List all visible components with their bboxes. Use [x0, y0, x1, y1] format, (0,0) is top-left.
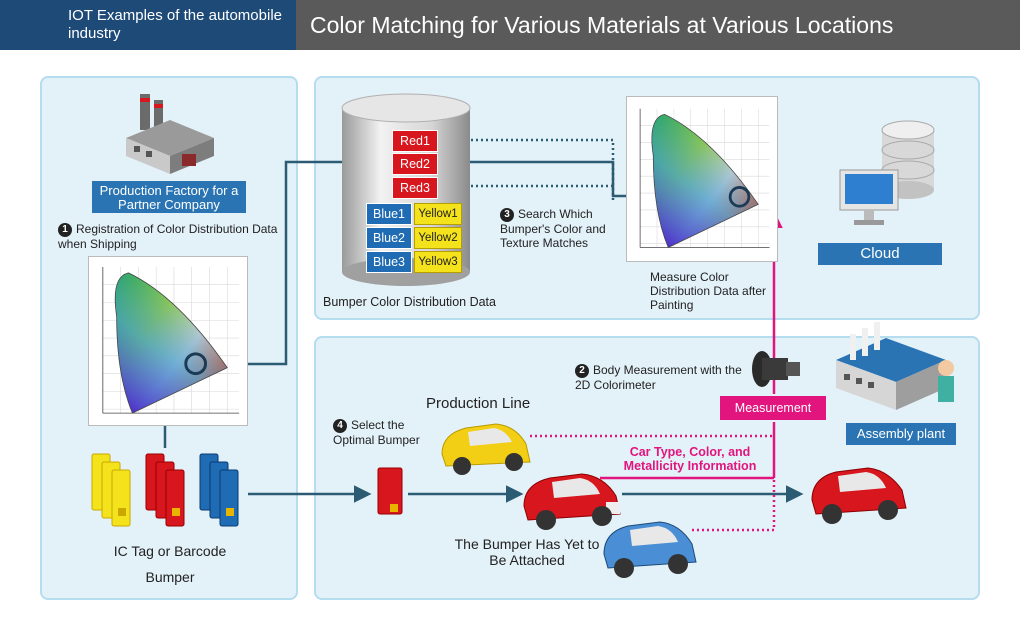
ic-tag-caption: IC Tag or Barcode Bumper — [60, 538, 280, 590]
step4-text: Select the Optimal Bumper — [333, 418, 420, 447]
monitor — [839, 169, 899, 225]
bumper-yellow3[interactable]: Yellow3 — [414, 251, 462, 273]
bumper-blue3[interactable]: Blue3 — [366, 251, 412, 273]
bumper-red2[interactable]: Red2 — [392, 153, 438, 175]
ic-tag-caption-line2: Bumper — [145, 569, 195, 585]
yellow-car-icon — [441, 423, 531, 475]
partner-factory-icon — [126, 94, 214, 174]
completed-red-car-icon — [811, 467, 907, 524]
red-tag-stack — [145, 453, 185, 527]
assembly-plant-label: Assembly plant — [846, 423, 956, 445]
bumper-not-attached-caption: The Bumper Has Yet to Be Attached — [454, 536, 600, 568]
registration-connector — [210, 153, 382, 366]
assembly-plant-icon — [836, 322, 954, 410]
page-title: Color Matching for Various Materials at … — [296, 0, 1020, 50]
cloud-label: Cloud — [818, 243, 942, 265]
bumper-blue1[interactable]: Blue1 — [366, 203, 412, 225]
bumper-blue2[interactable]: Blue2 — [366, 227, 412, 249]
blue-car-icon — [603, 521, 697, 578]
database-caption: Bumper Color Distribution Data — [323, 295, 496, 309]
blue-tag-stack — [199, 453, 239, 527]
red-car-icon — [523, 473, 621, 530]
measure-caption: Measure Color Distribution Data after Pa… — [650, 270, 767, 312]
colorimeter-icon — [752, 351, 800, 387]
bumper-red1[interactable]: Red1 — [392, 130, 438, 152]
yellow-tag-stack — [91, 453, 131, 527]
step2-text: Body Measurement with the 2D Colorimeter — [575, 363, 742, 392]
header-category: IOT Examples of the automobile industry — [0, 0, 296, 50]
bumper-red3[interactable]: Red3 — [392, 177, 438, 199]
step4-number-badge: 4 — [333, 419, 347, 433]
registered-color-chart — [88, 256, 248, 426]
bumper-yellow2[interactable]: Yellow2 — [414, 227, 462, 249]
cloud-server-icon — [839, 120, 935, 225]
measured-color-chart — [626, 96, 778, 262]
selected-bumper-icon — [377, 467, 403, 515]
step3-text: Search Which Bumper's Color and Texture … — [500, 207, 606, 250]
partner-factory-label-text: Production Factory for a Partner Company — [99, 183, 239, 212]
partner-factory-label: Production Factory for a Partner Company — [92, 181, 246, 213]
header-category-text: IOT Examples of the automobile industry — [68, 7, 282, 42]
step3-number-badge: 3 — [500, 208, 514, 222]
ic-tag-cards — [91, 453, 239, 527]
production-line-label: Production Line — [426, 395, 531, 412]
ic-tag-caption-line1: IC Tag or Barcode — [113, 543, 227, 559]
step2-number-badge: 2 — [575, 364, 589, 378]
step1-number-badge: 1 — [58, 223, 72, 237]
car-info-label: Car Type, Color, and Metallicity Informa… — [623, 445, 757, 473]
step1-text: Registration of Color Distribution Data … — [58, 222, 278, 251]
measurement-label: Measurement — [720, 396, 826, 420]
bumper-yellow1[interactable]: Yellow1 — [414, 203, 462, 225]
